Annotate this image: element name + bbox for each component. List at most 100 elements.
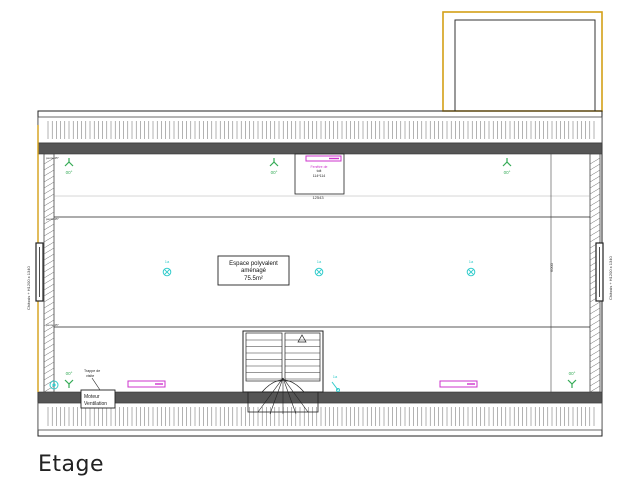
hatch-line xyxy=(589,325,601,333)
hatch-line xyxy=(589,229,601,237)
floor-caption: Etage xyxy=(38,452,105,477)
hatch-line xyxy=(589,349,601,357)
hatch-line xyxy=(589,319,601,327)
hatch-line xyxy=(589,379,601,387)
hatch-line xyxy=(43,295,55,303)
hatch-line xyxy=(43,361,55,369)
hatch-line xyxy=(43,235,55,243)
moteur-label-1: Moteur xyxy=(84,394,100,400)
dimension-width: 12543 xyxy=(312,195,324,200)
hatch-line xyxy=(43,355,55,363)
hatch-line xyxy=(43,229,55,237)
ceiling-light-1: 1a xyxy=(162,259,172,277)
hatch-line xyxy=(43,187,55,195)
room-name-2: aménagé xyxy=(241,268,267,274)
hatch-line xyxy=(43,193,55,201)
wall-light-top-3 xyxy=(502,158,512,167)
hatch-line xyxy=(589,157,601,165)
hatch-line xyxy=(43,319,55,327)
hatch-line xyxy=(43,211,55,219)
hatch-line xyxy=(43,337,55,345)
room-area: 75.5m² xyxy=(244,276,263,282)
hatch-line xyxy=(43,385,55,393)
hatch-line xyxy=(43,169,55,177)
top-eave xyxy=(37,116,603,155)
hatch-line xyxy=(589,187,601,195)
hatch-line xyxy=(589,217,601,225)
trappe-label-1: Trappe de xyxy=(84,369,100,373)
hatch-line xyxy=(43,331,55,339)
hatch-line xyxy=(43,307,55,315)
hatch-line xyxy=(589,307,601,315)
ceiling-light-label-3: 1a xyxy=(469,259,474,264)
bottom-eave xyxy=(37,391,603,431)
wall-light-top-1-label: 00° xyxy=(66,170,73,175)
hatch-line xyxy=(589,331,601,339)
hatch-line xyxy=(43,343,55,351)
hatch-line xyxy=(589,205,601,213)
wall-light-bottom-2 xyxy=(567,379,577,388)
hatch-line xyxy=(43,313,55,321)
hatch-line xyxy=(43,205,55,213)
hatch-line xyxy=(589,163,601,171)
level-label-3: pente 45° xyxy=(46,323,60,327)
wall-light-bottom-1-label: 00° xyxy=(66,371,73,376)
level-label-1: pente 45° xyxy=(46,156,60,160)
hatch-line xyxy=(589,361,601,369)
hatch-line xyxy=(589,355,601,363)
hatch-line xyxy=(589,337,601,345)
ceiling-light-label-2: 1a xyxy=(317,259,322,264)
ceiling-light-3: 1a xyxy=(466,259,476,277)
velux-size: 114*114 xyxy=(313,174,326,178)
hatch-line xyxy=(43,175,55,183)
wall-light-top-1 xyxy=(64,158,74,167)
velux-window: Fenêtre de toit 114*114 xyxy=(294,153,345,195)
hatch-line xyxy=(589,343,601,351)
switch-cyan xyxy=(331,381,340,392)
hatch-line xyxy=(589,367,601,375)
dimension-depth: 6000 xyxy=(549,262,554,272)
trappe-label-2: visite xyxy=(86,374,94,378)
hatch-line xyxy=(43,301,55,309)
chassis-right-label: Châssis + H1200 x 1340 xyxy=(608,256,613,300)
staircase xyxy=(242,330,324,415)
room-name: Espace polyvalent xyxy=(229,261,278,267)
left-wall xyxy=(43,153,55,393)
radiator-2 xyxy=(439,380,478,388)
hatch-line xyxy=(43,265,55,273)
hatch-line xyxy=(43,367,55,375)
switch-label: 1a xyxy=(333,374,338,379)
wall-light-top-3-label: 00° xyxy=(504,170,511,175)
hatch-line xyxy=(43,253,55,261)
radiator-1 xyxy=(127,380,166,388)
wall-light-top-2 xyxy=(269,158,279,167)
hatch-line xyxy=(589,301,601,309)
hatch-line xyxy=(43,277,55,285)
hatch-line xyxy=(589,175,601,183)
hatch-line xyxy=(43,271,55,279)
hatch-line xyxy=(589,199,601,207)
hatch-line xyxy=(43,259,55,267)
wall-light-bottom-2-label: 00° xyxy=(569,371,576,376)
hatch-line xyxy=(43,163,55,171)
hatch-line xyxy=(589,169,601,177)
velux-label-2: toit xyxy=(317,169,322,173)
hatch-line xyxy=(589,211,601,219)
hatch-line xyxy=(43,217,55,225)
hatch-line xyxy=(43,325,55,333)
ceiling-light-2: 1a xyxy=(314,259,324,277)
hatch-line xyxy=(589,235,601,243)
hatch-line xyxy=(589,223,601,231)
moteur-label-2: Ventilation xyxy=(84,401,107,407)
hatch-line xyxy=(589,373,601,381)
hatch-line xyxy=(43,349,55,357)
hatch-line xyxy=(589,181,601,189)
dormer-frame xyxy=(442,11,603,112)
hatch-line xyxy=(43,283,55,291)
hatch-line xyxy=(43,223,55,231)
moteur-ventilation: Moteur Ventilation xyxy=(80,389,116,409)
hatch-line xyxy=(43,289,55,297)
detector-bottom-left xyxy=(49,380,59,390)
velux-label-1: Fenêtre de xyxy=(311,165,328,169)
chassis-left-label: Châssis + H1200 x 1340 xyxy=(26,266,31,310)
